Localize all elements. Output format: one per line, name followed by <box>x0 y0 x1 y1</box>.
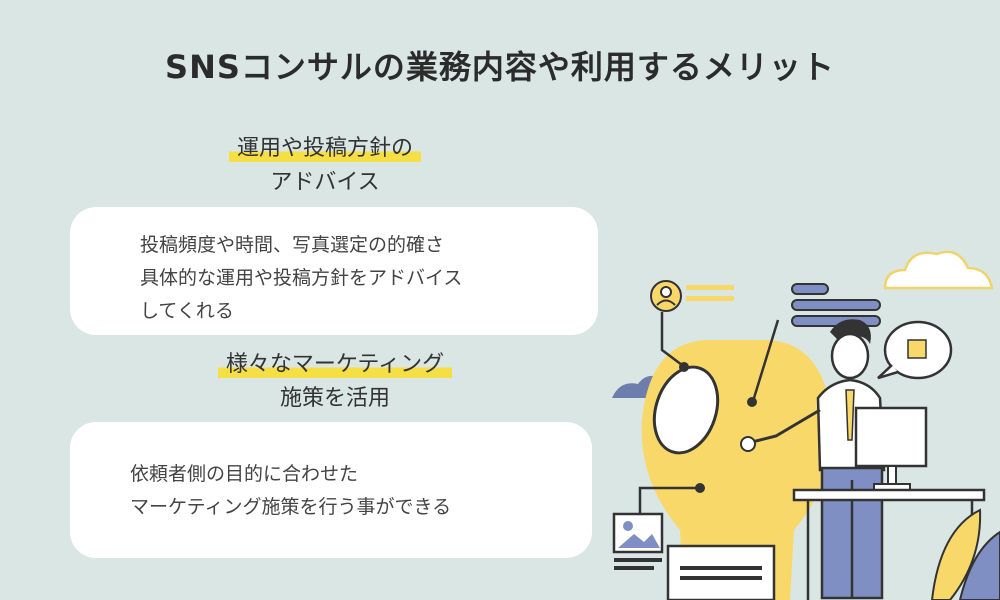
card-text-line: してくれる <box>140 300 234 322</box>
heading-line: 運用や投稿方針の <box>228 132 421 166</box>
section-heading-advice: 運用や投稿方針の アドバイス <box>200 132 450 200</box>
heading-line: 様々なマーケティング <box>217 348 453 382</box>
card-text-line: 依頼者側の目的に合わせた <box>130 463 359 485</box>
image-card-icon <box>612 483 705 570</box>
section-heading-marketing: 様々なマーケティング 施策を活用 <box>185 348 485 416</box>
marketing-card: 依頼者側の目的に合わせた マーケティング施策を行う事ができる <box>70 422 592 558</box>
advice-card: 投稿頻度や時間、写真選定の的確さ 具体的な運用や投稿方針をアドバイス してくれる <box>70 207 598 335</box>
speech-bubble-icon <box>877 320 953 380</box>
lightbulb-icon <box>641 340 833 600</box>
page-title: SNSコンサルの業務内容や利用するメリット <box>165 48 835 86</box>
heading-line: アドバイス <box>270 170 380 195</box>
consultant-illustration <box>612 250 1000 600</box>
cloud-icon <box>883 250 994 290</box>
heading-line: 施策を活用 <box>279 386 390 411</box>
document-icon <box>666 544 776 600</box>
card-text-line: 具体的な運用や投稿方針をアドバイス <box>140 267 463 289</box>
user-profile-icon <box>650 280 734 372</box>
card-text-line: マーケティング施策を行う事ができる <box>130 496 452 518</box>
leaf-decoration-icon <box>930 508 1000 600</box>
card-text-line: 投稿頻度や時間、写真選定の的確さ <box>140 234 445 256</box>
text-lines-icon <box>747 283 881 407</box>
